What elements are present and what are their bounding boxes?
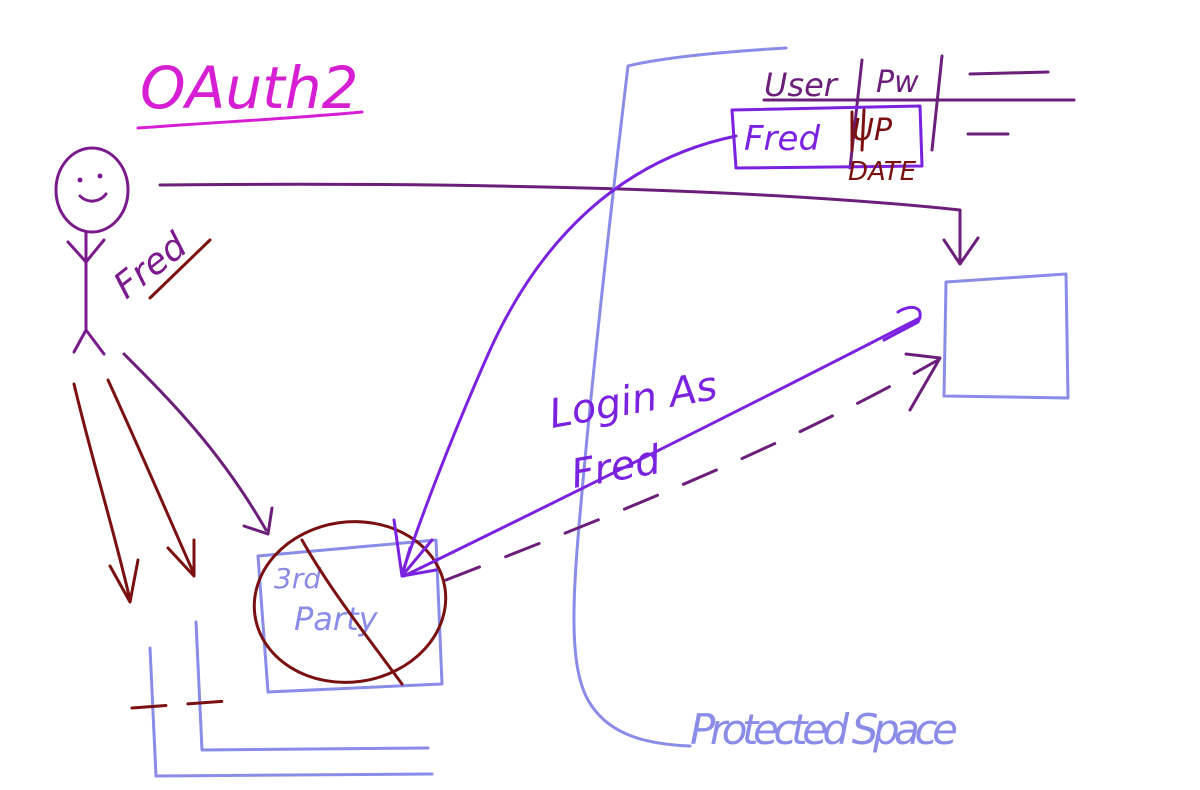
person-label-underline	[148, 238, 212, 300]
third-party-label-line1: 3rd	[274, 562, 321, 595]
down-arrow-2	[106, 378, 196, 576]
diagram-title: OAuth2	[140, 54, 359, 122]
dashed-arrow-token-head	[904, 352, 942, 412]
title-underline	[136, 110, 364, 130]
protected-space-label: Protected Space	[690, 705, 958, 754]
arrow-person-to-third-party-line	[122, 352, 268, 532]
arrow-login-as: Login As Fred	[400, 305, 922, 578]
credential-table: User Pw Fred UP DATE	[730, 54, 1076, 187]
arrow-person-to-resource-line	[158, 182, 962, 264]
down-arrow-1	[72, 382, 132, 602]
down-arrow-1-head	[108, 558, 140, 604]
device-outline-inner	[194, 620, 430, 752]
stick-figure-eye-left	[77, 177, 83, 183]
user-row-highlight-box	[730, 104, 924, 170]
device-outline-outer	[148, 646, 434, 778]
third-party-label-line2: Party	[294, 600, 379, 638]
arrow-login-as-line	[402, 316, 922, 578]
table-row-user: Fred	[744, 119, 820, 159]
third-party-rejection-slash	[300, 538, 404, 686]
arrow-label-line2: Fred	[568, 437, 665, 498]
person-label-group: Fred	[106, 225, 212, 307]
table-row-pw-struck: UP	[852, 113, 893, 148]
table-dash-row1	[968, 70, 1050, 76]
stick-figure-eye-right	[97, 173, 103, 179]
arrow-credentials-to-third-party-line	[400, 134, 738, 576]
arrow-login-as-head-right	[882, 305, 922, 342]
third-party-box	[256, 538, 444, 694]
table-header-pw: Pw	[876, 65, 919, 100]
arrow-person-to-resource	[158, 182, 980, 266]
arrow-credentials-to-third-party-head	[392, 518, 434, 578]
arrow-person-to-third-party	[122, 352, 274, 536]
table-col-divider-2	[930, 54, 944, 152]
arrow-credentials-to-third-party	[392, 134, 738, 578]
dashed-arrow-token-line	[444, 358, 940, 582]
arrow-person-to-resource-head	[942, 236, 980, 266]
pw-strikeout-lines	[850, 108, 866, 152]
person-down-arrows	[72, 378, 196, 604]
table-row-pw-note: DATE	[848, 157, 917, 187]
stick-figure-smile	[78, 192, 108, 203]
arrow-login-as-head-left	[400, 546, 438, 578]
stick-figure	[54, 146, 130, 356]
dashed-arrow-token	[444, 352, 942, 582]
client-device-outlines	[130, 620, 434, 778]
table-header-user: User	[764, 66, 839, 104]
device-dash-line	[130, 698, 242, 710]
stick-figure-legs	[72, 328, 106, 356]
arrow-person-to-third-party-head	[242, 506, 274, 536]
third-party-group: 3rd Party	[252, 520, 448, 694]
down-arrow-2-head	[166, 538, 196, 578]
stick-figure-head	[54, 146, 130, 234]
stick-figure-arms	[66, 238, 106, 264]
title-group: OAuth2	[136, 54, 364, 130]
protected-space-boundary	[572, 46, 788, 748]
third-party-rejection-circle	[252, 520, 448, 684]
resource-box	[942, 272, 1070, 400]
arrow-label-line1: Login As	[546, 363, 721, 438]
